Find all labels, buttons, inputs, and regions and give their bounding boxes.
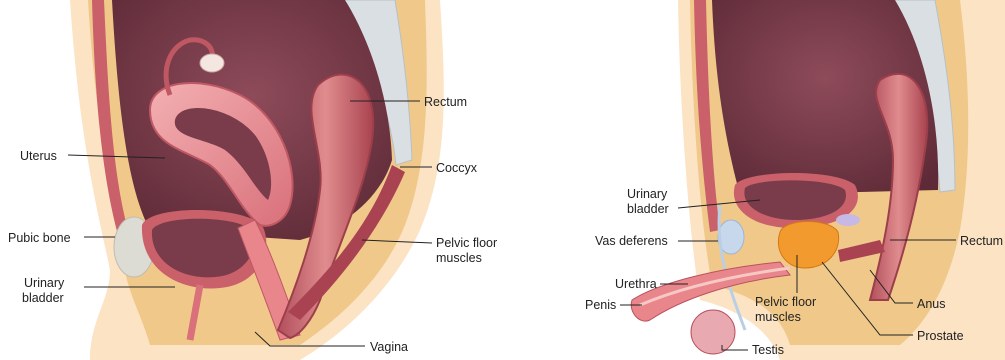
label-anus: Anus bbox=[917, 297, 946, 311]
label-rectum-female: Rectum bbox=[424, 95, 467, 109]
female-ovary bbox=[200, 54, 224, 72]
label-pelvic-floor-line2-female: muscles bbox=[436, 251, 482, 265]
label-testis: Testis bbox=[752, 343, 784, 357]
label-urethra: Urethra bbox=[615, 277, 657, 291]
label-pubic-bone: Pubic bone bbox=[8, 231, 71, 245]
label-vagina: Vagina bbox=[370, 340, 408, 354]
male-panel bbox=[631, 0, 1005, 360]
label-urinary-bladder-line1-female: Urinary bbox=[24, 276, 65, 290]
label-prostate: Prostate bbox=[917, 329, 964, 343]
label-coccyx: Coccyx bbox=[436, 161, 478, 175]
male-testis bbox=[691, 310, 735, 354]
label-uterus: Uterus bbox=[20, 149, 57, 163]
label-vas-deferens: Vas deferens bbox=[595, 234, 668, 248]
label-rectum-male: Rectum bbox=[960, 234, 1003, 248]
label-urinary-bladder-line1-male: Urinary bbox=[627, 187, 668, 201]
label-pelvic-floor-line1-male: Pelvic floor bbox=[755, 295, 816, 309]
label-pelvic-floor-line1-female: Pelvic floor bbox=[436, 236, 497, 250]
label-penis: Penis bbox=[585, 298, 616, 312]
label-pelvic-floor-line2-male: muscles bbox=[755, 310, 801, 324]
label-urinary-bladder-line2-male: bladder bbox=[627, 202, 669, 216]
label-urinary-bladder-line2-female: bladder bbox=[22, 291, 64, 305]
female-panel bbox=[70, 0, 444, 360]
